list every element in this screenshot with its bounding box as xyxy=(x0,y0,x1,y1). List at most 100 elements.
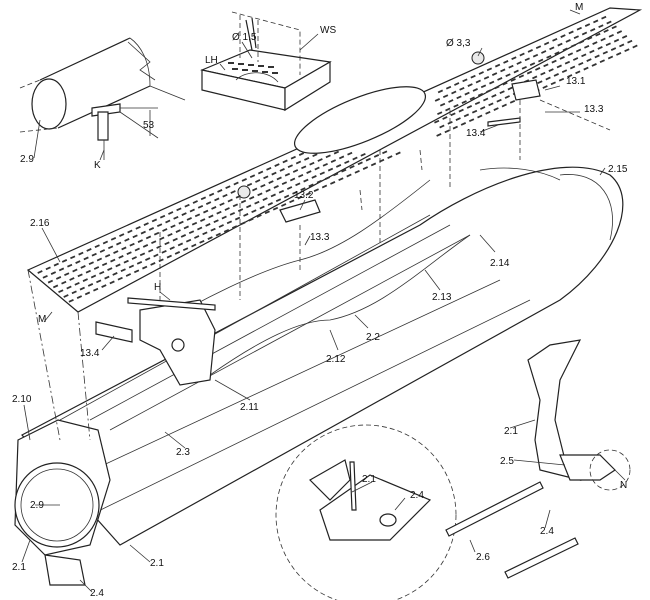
deck-slot xyxy=(558,77,565,82)
deck-slot xyxy=(511,56,517,61)
deck-slot xyxy=(283,194,290,199)
deck-slot xyxy=(150,262,156,266)
deck-slot xyxy=(229,211,236,216)
deck-slot xyxy=(139,252,146,257)
deck-slot xyxy=(551,59,557,64)
deck-slot xyxy=(466,105,473,109)
deck-slot xyxy=(387,155,393,159)
deck-slot xyxy=(230,190,236,194)
deck-slot xyxy=(136,260,143,265)
deck-slot xyxy=(467,83,473,87)
deck-slot xyxy=(90,274,97,279)
deck-slot xyxy=(222,193,228,198)
deck-slot xyxy=(289,177,296,182)
deck-slot xyxy=(349,165,355,169)
deck-slot xyxy=(78,251,84,256)
deck-slot xyxy=(272,206,279,211)
deck-slot xyxy=(214,197,220,202)
deck-slot xyxy=(104,275,110,280)
deck-slot xyxy=(153,231,160,236)
deck-slot xyxy=(538,58,544,63)
deck-slot xyxy=(274,163,280,167)
deck-slot xyxy=(333,172,339,177)
deck-slot xyxy=(148,248,154,253)
deck-slot xyxy=(131,256,137,260)
deck-slot xyxy=(202,231,208,236)
deck-slot xyxy=(61,280,67,285)
deck-slot xyxy=(93,287,99,292)
deck-slot xyxy=(121,246,127,251)
deck-slot xyxy=(491,72,498,76)
deck-slot xyxy=(254,200,260,205)
deck-slot xyxy=(451,90,457,95)
deck-slot xyxy=(597,46,603,50)
deck-slot xyxy=(249,174,256,179)
deck-slot xyxy=(292,169,299,173)
deck-slot xyxy=(590,28,596,32)
deck-slot xyxy=(164,241,170,246)
deck-slot xyxy=(161,249,167,254)
deck-slot xyxy=(314,166,320,171)
deck-slot xyxy=(584,44,590,49)
deck-slot xyxy=(602,50,608,55)
deck-slot xyxy=(583,66,589,71)
deck-slot xyxy=(123,259,129,264)
deck-slot xyxy=(176,207,182,212)
label-2-6: 2.6 xyxy=(476,552,490,563)
deck-slot xyxy=(194,235,200,239)
deck-slot xyxy=(191,243,197,248)
deck-slot xyxy=(45,266,51,271)
deck-slot xyxy=(215,232,221,237)
deck-slot xyxy=(107,267,113,271)
deck-slot xyxy=(458,108,464,113)
deck-slot xyxy=(217,189,223,193)
deck-slot xyxy=(241,178,247,182)
deck-slot xyxy=(578,61,584,66)
deck-slot xyxy=(199,239,205,244)
deck-slot xyxy=(259,205,265,210)
deck-slot xyxy=(445,85,452,90)
label-2-4c: 2.4 xyxy=(90,588,104,599)
deck-slot xyxy=(567,52,574,57)
deck-slot xyxy=(223,228,230,233)
deck-slot xyxy=(145,257,151,261)
label-LH: LH xyxy=(205,55,218,66)
label-2-9a: 2.9 xyxy=(20,154,34,165)
inner-frames xyxy=(95,79,541,386)
deck-slot xyxy=(180,234,187,238)
deck-slot xyxy=(452,125,458,130)
deck-slot xyxy=(561,69,568,74)
deck-slot xyxy=(129,242,135,247)
deck-slot xyxy=(224,207,230,211)
deck-slot xyxy=(576,26,582,31)
deck-slot xyxy=(68,298,74,303)
deck-slot xyxy=(298,173,304,178)
deck-slot xyxy=(173,215,179,220)
deck-slot xyxy=(518,74,525,79)
deck-slot xyxy=(287,164,293,169)
deck-slot xyxy=(226,220,233,225)
deck-slot xyxy=(279,168,285,172)
deck-slot xyxy=(178,220,184,225)
deck-slot xyxy=(159,236,165,241)
deck-slot xyxy=(208,214,214,219)
deck-slot xyxy=(442,94,449,99)
deck-slot xyxy=(321,184,328,189)
deck-slot xyxy=(474,101,481,106)
deck-slot xyxy=(489,80,495,85)
deck-slot xyxy=(282,159,288,164)
deck-slot xyxy=(595,32,601,37)
deck-slot xyxy=(327,167,334,172)
deck-slot xyxy=(483,97,489,102)
deck-slot xyxy=(270,193,276,198)
deck-slot xyxy=(208,192,215,197)
deck-slot xyxy=(137,239,143,243)
fuselage-body xyxy=(21,166,624,546)
deck-slot xyxy=(434,98,441,102)
deck-slot xyxy=(594,54,600,59)
deck-slot xyxy=(218,224,224,228)
label-2-14: 2.14 xyxy=(490,258,510,269)
deck-slot xyxy=(58,267,65,272)
deck-slot xyxy=(118,255,124,259)
deck-slot xyxy=(298,152,305,156)
